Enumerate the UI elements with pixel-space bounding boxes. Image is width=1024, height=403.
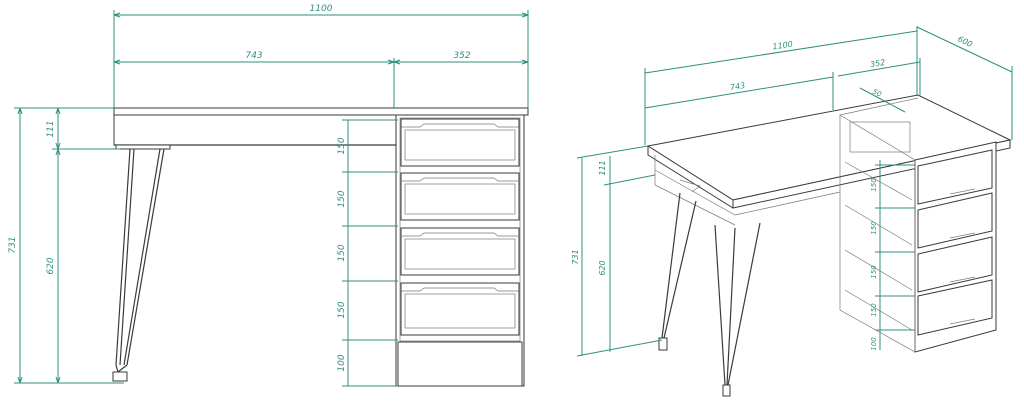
dim-front-drawer-2-label: 150 bbox=[337, 190, 347, 207]
dim-front-plinth-label: 100 bbox=[337, 354, 347, 371]
iso-drawer-1 bbox=[917, 149, 993, 205]
front-drawer-4 bbox=[400, 282, 520, 336]
dim-iso-right-width-label: 352 bbox=[869, 58, 886, 69]
front-hairpin-leg bbox=[112, 148, 165, 382]
dim-front-drawer-4-label: 150 bbox=[337, 301, 347, 318]
dim-iso-inner-depth-label: 50 bbox=[871, 88, 883, 99]
iso-hairpin-leg-back bbox=[658, 192, 697, 351]
front-drawer-2 bbox=[400, 172, 520, 221]
dim-iso-drawer-2-label: 150 bbox=[870, 221, 878, 235]
dim-front-right-width-label: 352 bbox=[453, 51, 470, 61]
dim-front-total-width-label: 1100 bbox=[310, 4, 333, 14]
dim-front-split bbox=[113, 58, 529, 108]
dim-front-total-width bbox=[113, 10, 529, 108]
iso-drawer-4 bbox=[917, 279, 993, 336]
iso-drawer-3 bbox=[917, 236, 993, 293]
dim-front-heights bbox=[14, 107, 124, 384]
dim-iso-inner-depth bbox=[859, 87, 906, 113]
dim-iso-drawer-3-label: 150 bbox=[870, 265, 878, 279]
dim-front-left-width-label: 743 bbox=[245, 51, 262, 61]
iso-view: 1100 600 743 352 50 731 111 620 bbox=[571, 26, 1013, 397]
iso-hairpin-leg-front bbox=[714, 222, 761, 397]
dim-iso-heights bbox=[576, 145, 663, 357]
dim-iso-split bbox=[644, 58, 921, 110]
dim-iso-drawer-1-label: 150 bbox=[870, 178, 878, 192]
dim-iso-plinth-label: 100 bbox=[870, 337, 878, 351]
dim-iso-drawer-4-label: 150 bbox=[870, 303, 878, 317]
dim-iso-top-thickness-label: 111 bbox=[598, 160, 607, 175]
front-drawer-3 bbox=[400, 227, 520, 276]
iso-drawer-2 bbox=[917, 192, 993, 249]
front-leg-plate bbox=[115, 144, 171, 150]
dim-iso-left-width-label: 743 bbox=[729, 81, 746, 92]
front-leg-foot bbox=[112, 371, 128, 382]
dim-front-leg-height-label: 620 bbox=[46, 257, 56, 274]
dim-iso-depth bbox=[916, 26, 1013, 140]
iso-cabinet bbox=[839, 97, 997, 353]
dim-iso-total-width-label: 1100 bbox=[772, 40, 793, 52]
dim-iso-leg-height-label: 620 bbox=[598, 260, 607, 275]
dim-front-drawer-1-label: 150 bbox=[337, 137, 347, 154]
dim-front-top-thickness-label: 111 bbox=[46, 120, 56, 137]
dim-front-drawers bbox=[342, 119, 398, 387]
dim-iso-drawers bbox=[875, 160, 915, 350]
front-tabletop bbox=[113, 107, 529, 116]
dim-iso-total-height-label: 731 bbox=[571, 249, 580, 264]
front-drawer-1 bbox=[400, 118, 520, 167]
dim-iso-total-width bbox=[644, 26, 918, 145]
dim-front-drawer-3-label: 150 bbox=[337, 244, 347, 261]
dim-front-total-height-label: 731 bbox=[8, 236, 18, 253]
front-plinth bbox=[397, 341, 523, 387]
front-view: 1100 743 352 731 111 620 bbox=[8, 4, 529, 387]
